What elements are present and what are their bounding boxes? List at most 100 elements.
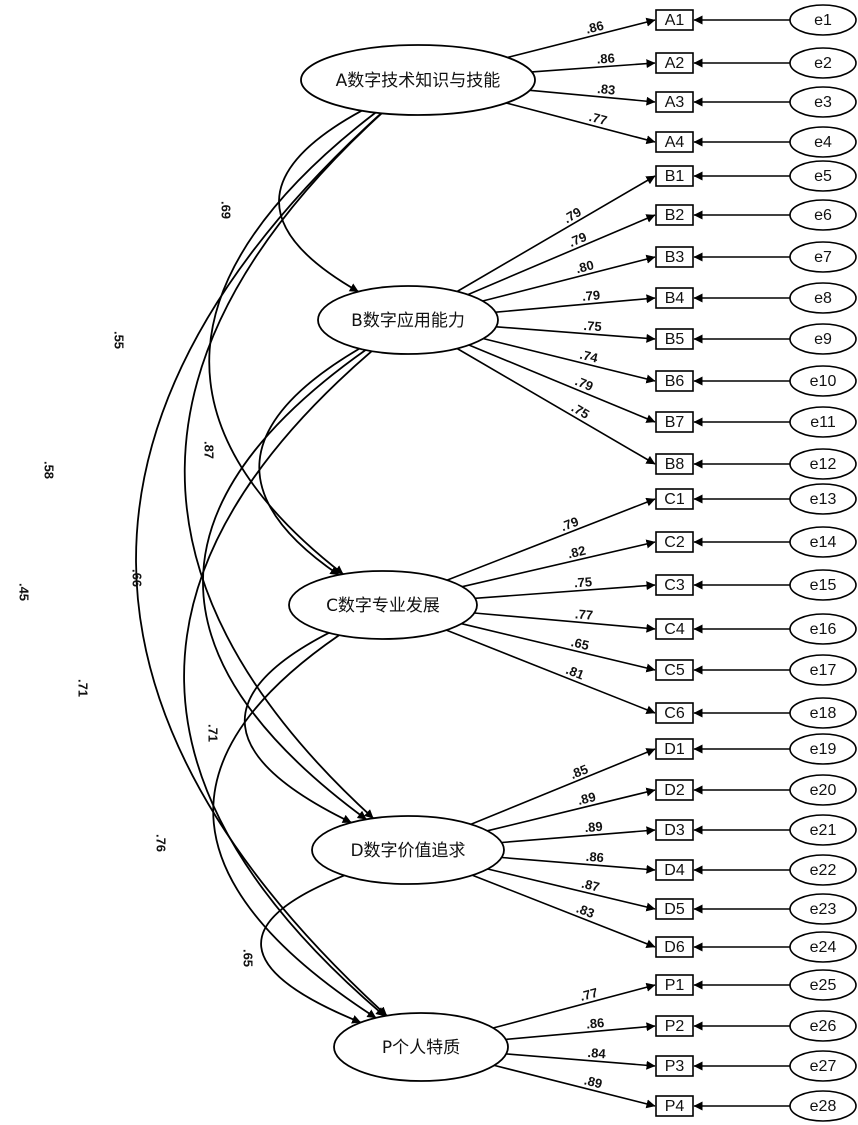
- indicator-D1: D1: [655, 738, 694, 760]
- error-label: e27: [810, 1058, 837, 1075]
- latent-label: A数字技术知识与技能: [336, 71, 501, 91]
- indicator-box: [655, 618, 694, 640]
- indicator-D4: D4: [655, 859, 694, 881]
- indicator-label: D6: [664, 939, 685, 956]
- error-label: e24: [810, 939, 837, 956]
- indicator-box: [655, 1055, 694, 1077]
- indicator-B3: B3: [655, 246, 694, 268]
- error-label: e8: [814, 290, 832, 307]
- correlation-arc-DP: [260, 868, 362, 1024]
- correlation-label-CD: .71: [206, 724, 221, 742]
- latent-ellipse: [288, 570, 478, 640]
- latent-label: P个人特质: [382, 1038, 460, 1058]
- indicator-P1: P1: [655, 974, 694, 996]
- correlation-arc-BP: [183, 342, 386, 1017]
- error-label: e18: [810, 705, 837, 722]
- error-term-e26: e26: [789, 1010, 857, 1042]
- error-ellipse: [789, 323, 857, 355]
- error-label: e23: [810, 901, 837, 918]
- error-term-e20: e20: [789, 774, 857, 806]
- indicator-box: [655, 328, 694, 350]
- loading-path-B1: [456, 175, 656, 293]
- loading-label-P3: .84: [587, 1045, 607, 1061]
- loading-path-A2: [531, 59, 656, 73]
- error-term-e13: e13: [789, 483, 857, 515]
- indicator-label: B4: [665, 290, 685, 307]
- latent-D: D数字价值追求: [311, 815, 505, 885]
- indicator-label: A2: [665, 55, 685, 72]
- correlation-label-AB: .69: [219, 201, 234, 219]
- error-term-e23: e23: [789, 893, 857, 925]
- indicator-B2: B2: [655, 204, 694, 226]
- indicator-B8: B8: [655, 453, 694, 475]
- error-ellipse: [789, 1090, 857, 1122]
- error-term-e7: e7: [789, 241, 857, 273]
- loading-path-P4: [494, 1064, 656, 1109]
- indicator-A4: A4: [655, 131, 694, 153]
- error-ellipse: [789, 654, 857, 686]
- indicator-box: [655, 702, 694, 724]
- correlation-arc-AD: [183, 104, 392, 819]
- loading-path-D6: [472, 874, 656, 949]
- indicator-label: D3: [664, 822, 685, 839]
- loading-path-P3: [506, 1053, 656, 1070]
- indicator-label: C3: [664, 577, 685, 594]
- error-term-e2: e2: [789, 47, 857, 79]
- indicator-A1: A1: [655, 9, 694, 31]
- loading-path-B6: [483, 337, 656, 384]
- loading-label-C6: .81: [564, 662, 586, 683]
- indicator-box: [655, 411, 694, 433]
- indicator-A2: A2: [655, 52, 694, 74]
- indicator-B1: B1: [655, 165, 694, 187]
- error-label: e4: [814, 134, 832, 151]
- error-label: e12: [810, 456, 837, 473]
- indicator-C2: C2: [655, 531, 694, 553]
- loading-path-A1: [507, 17, 656, 59]
- indicator-box: [655, 779, 694, 801]
- error-label: e7: [814, 249, 832, 266]
- indicator-label: A1: [665, 12, 685, 29]
- loading-path-B7: [468, 344, 656, 423]
- latent-A: A数字技术知识与技能: [300, 44, 536, 116]
- indicator-box: [655, 859, 694, 881]
- indicator-D5: D5: [655, 898, 694, 920]
- indicator-box: [655, 9, 694, 31]
- loading-label-C4: .77: [574, 606, 593, 623]
- error-term-e10: e10: [789, 365, 857, 397]
- loading-label-C1: .79: [558, 514, 580, 535]
- error-ellipse: [789, 199, 857, 231]
- latent-B: B数字应用能力: [317, 285, 499, 355]
- indicator-B5: B5: [655, 328, 694, 350]
- error-ellipse: [789, 697, 857, 729]
- indicator-C6: C6: [655, 702, 694, 724]
- error-term-e24: e24: [789, 931, 857, 963]
- indicator-label: A3: [665, 94, 685, 111]
- correlation-label-CP: .76: [154, 834, 169, 852]
- indicator-label: D2: [664, 782, 685, 799]
- indicator-label: D5: [664, 901, 685, 918]
- correlation-arc-CP: [212, 626, 377, 1019]
- latent-label: C数字专业发展: [326, 596, 440, 616]
- loading-path-D3: [501, 826, 656, 844]
- error-term-e22: e22: [789, 854, 857, 886]
- indicator-box: [655, 287, 694, 309]
- error-term-e8: e8: [789, 282, 857, 314]
- error-ellipse: [789, 406, 857, 438]
- correlation-label-BP: .71: [76, 679, 91, 697]
- loading-path-B8: [456, 347, 656, 465]
- indicator-box: [655, 165, 694, 187]
- loading-label-P2: .86: [586, 1015, 605, 1032]
- indicator-label: C5: [664, 662, 685, 679]
- error-label: e10: [810, 373, 837, 390]
- correlation-label-AD: .58: [42, 461, 57, 479]
- indicator-box: [655, 246, 694, 268]
- error-term-e11: e11: [789, 406, 857, 438]
- loading-label-B6: .74: [578, 347, 600, 366]
- error-label: e22: [810, 862, 837, 879]
- loading-label-A1: .86: [584, 18, 605, 37]
- indicator-label: C2: [664, 534, 685, 551]
- error-term-e3: e3: [789, 86, 857, 118]
- indicator-label: B7: [665, 414, 685, 431]
- latent-ellipse: [317, 285, 499, 355]
